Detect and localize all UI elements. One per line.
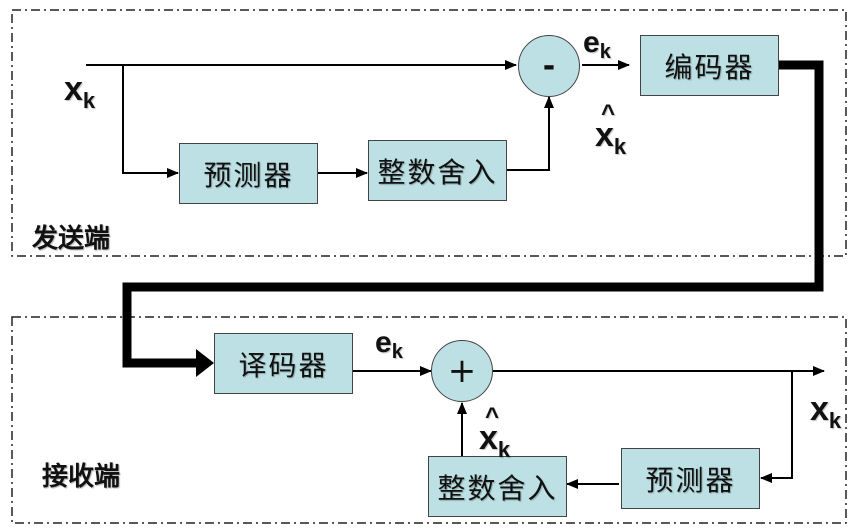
sender-prediction-symbol: ^ xk (595, 100, 627, 159)
receiver-output-symbol: xk (810, 390, 842, 433)
receiver-error-symbol: ek (375, 326, 403, 363)
receiver-rounding-label: 整数舍入 (437, 471, 558, 505)
output-branch-to-predictor (760, 371, 793, 483)
subtractor-node: - (518, 35, 580, 97)
encoder-label: 编码器 (664, 50, 755, 84)
channel-arrowhead (196, 349, 214, 377)
decoder-block: 译码器 (214, 333, 353, 394)
receiver-predictor-block: 预测器 (621, 448, 760, 509)
adder-node: + (431, 340, 493, 402)
sender-rounding-block: 整数舍入 (368, 140, 507, 201)
sender-section-label: 发送端 (32, 224, 111, 254)
sender-error-symbol: ek (583, 26, 611, 63)
sender-input-symbol: xk (64, 70, 96, 113)
receiver-rounding-block: 整数舍入 (428, 456, 567, 517)
encoder-block: 编码器 (640, 35, 779, 96)
receiver-frame (11, 316, 847, 524)
subtractor-symbol: - (542, 48, 556, 84)
sender-rounding-label: 整数舍入 (377, 155, 498, 189)
receiver-predictor-label: 预测器 (645, 463, 736, 497)
sender-predictor-label: 预测器 (203, 158, 294, 192)
adder-symbol: + (447, 351, 477, 391)
sender-predictor-block: 预测器 (179, 143, 318, 204)
decoder-label: 译码器 (238, 348, 329, 382)
rounding-to-subtractor-line (507, 96, 554, 171)
receiver-prediction-symbol: ^ xk (479, 403, 511, 462)
input-branch-to-predictor (122, 65, 179, 178)
channel-line (122, 60, 824, 368)
receiver-section-label: 接收端 (42, 462, 121, 492)
sender-frame (11, 9, 847, 257)
